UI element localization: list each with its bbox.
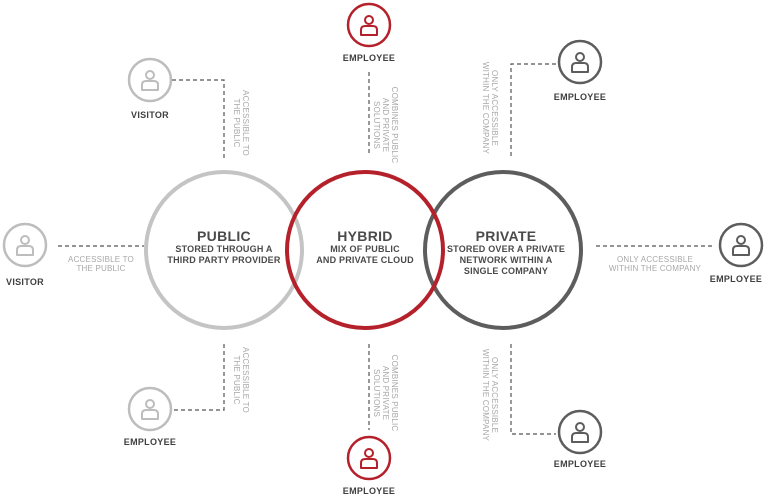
person-icon (346, 2, 392, 48)
annotation-line: SOLUTIONS (372, 368, 381, 418)
annotation-public-bottom: ACCESSIBLE TO THE PUBLIC (230, 330, 250, 430)
private-circle (423, 170, 583, 330)
hybrid-description-line: AND PRIVATE CLOUD (316, 255, 414, 265)
person-icon (346, 435, 392, 481)
hybrid-circle (285, 170, 445, 330)
person-icon (127, 57, 173, 103)
employee-label: EMPLOYEE (709, 274, 763, 284)
private-description-line: NETWORK WITHIN A (459, 255, 553, 265)
public-description: STORED THROUGH A THIRD PARTY PROVIDER (154, 244, 294, 266)
hybrid-description-line: MIX OF PUBLIC (330, 244, 400, 254)
annotation-line: AND PRIVATE (381, 97, 390, 153)
annotation-line: ACCESSIBLE TO (68, 255, 134, 264)
visitor-label: VISITOR (131, 110, 169, 120)
annotation-line: ACCESSIBLE TO (241, 90, 250, 156)
annotation-private-right: ONLY ACCESSIBLE WITHIN THE COMPANY (598, 255, 712, 273)
annotation-line: WITHIN THE COMPANY (481, 61, 490, 155)
public-description-line: STORED THROUGH A (175, 244, 273, 254)
visitor-label: VISITOR (6, 277, 44, 287)
private-description-line: STORED OVER A PRIVATE (446, 244, 566, 254)
person-icon (557, 409, 603, 455)
annotation-line: THE PUBLIC (76, 264, 126, 273)
private-circle-label: PRIVATE STORED OVER A PRIVATE NETWORK WI… (436, 228, 576, 277)
connector-employee-private-bottom (510, 344, 556, 435)
annotation-public-top: ACCESSIBLE TO THE PUBLIC (230, 73, 250, 173)
employee-label: EMPLOYEE (553, 459, 607, 469)
annotation-line: SOLUTIONS (372, 100, 381, 150)
connector-employee-private-top (510, 63, 556, 156)
connector-employee-public-bottom (172, 344, 225, 411)
annotation-line: THE PUBLIC (232, 98, 241, 148)
annotation-line: COMBINES PUBLIC (390, 354, 399, 432)
annotation-line: ONLY ACCESSIBLE (490, 356, 499, 434)
public-title: PUBLIC (197, 228, 251, 244)
employee-label: EMPLOYEE (342, 486, 396, 496)
annotation-line: ONLY ACCESSIBLE (616, 255, 694, 264)
annotation-public-left: ACCESSIBLE TO THE PUBLIC (58, 255, 144, 273)
annotation-private-top: ONLY ACCESSIBLE WITHIN THE COMPANY (479, 53, 499, 163)
private-title: PRIVATE (475, 228, 537, 244)
hybrid-title: HYBRID (337, 228, 393, 244)
private-description: STORED OVER A PRIVATE NETWORK WITHIN A S… (436, 244, 576, 277)
employee-label: EMPLOYEE (553, 92, 607, 102)
hybrid-description: MIX OF PUBLIC AND PRIVATE CLOUD (300, 244, 430, 266)
annotation-hybrid-bottom: COMBINES PUBLIC AND PRIVATE SOLUTIONS (371, 338, 399, 448)
annotation-line: COMBINES PUBLIC (390, 86, 399, 164)
connectors (58, 63, 715, 435)
annotation-line: ONLY ACCESSIBLE (490, 69, 499, 147)
annotation-hybrid-top: COMBINES PUBLIC AND PRIVATE SOLUTIONS (371, 70, 399, 180)
connector-visitor-top (172, 79, 225, 158)
employee-label: EMPLOYEE (342, 53, 396, 63)
public-circle-label: PUBLIC STORED THROUGH A THIRD PARTY PROV… (154, 228, 294, 266)
public-circle (144, 170, 304, 330)
private-description-line: SINGLE COMPANY (463, 266, 549, 276)
annotation-line: THE PUBLIC (232, 355, 241, 405)
person-icon (2, 222, 48, 268)
employee-label: EMPLOYEE (123, 437, 177, 447)
annotation-private-bottom: ONLY ACCESSIBLE WITHIN THE COMPANY (479, 340, 499, 450)
public-description-line: THIRD PARTY PROVIDER (167, 255, 281, 265)
person-icon (557, 39, 603, 85)
person-icon (127, 386, 173, 432)
hybrid-circle-label: HYBRID MIX OF PUBLIC AND PRIVATE CLOUD (300, 228, 430, 266)
annotation-line: WITHIN THE COMPANY (608, 264, 702, 273)
annotation-line: AND PRIVATE (381, 365, 390, 421)
annotation-line: WITHIN THE COMPANY (481, 348, 490, 442)
person-icon (718, 222, 764, 268)
annotation-line: ACCESSIBLE TO (241, 347, 250, 413)
